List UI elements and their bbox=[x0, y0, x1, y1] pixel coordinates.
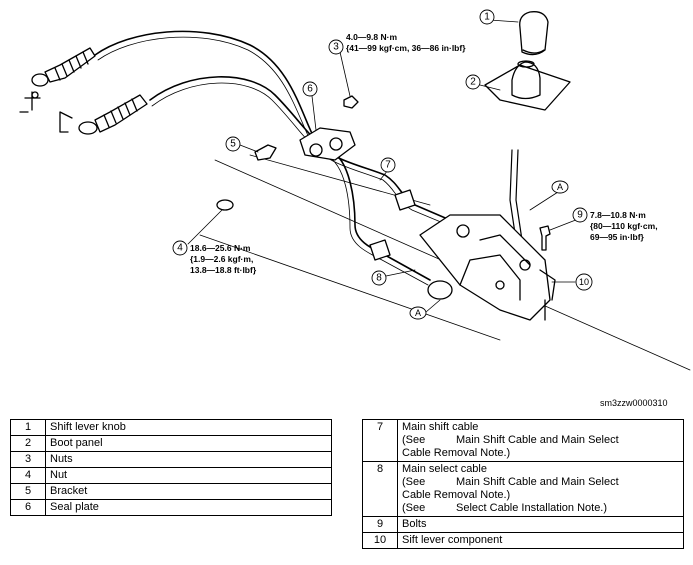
table-row: 7 Main shift cable (See Main Shift Cable … bbox=[362, 419, 684, 462]
ref-mark-a-upper-label: A bbox=[557, 182, 563, 192]
legend-number: 5 bbox=[10, 483, 46, 500]
torque-spec-4-line-2: {1.9—2.6 kgf·m, bbox=[190, 254, 253, 264]
legend-description: Seal plate bbox=[45, 499, 332, 516]
legend-note: (See Main Shift Cable and Main Select bbox=[402, 476, 679, 489]
bracket bbox=[254, 144, 277, 161]
callout-number-5: 5 bbox=[230, 139, 236, 150]
callout-circle-2 bbox=[465, 74, 481, 90]
shift-lever-component bbox=[419, 214, 556, 321]
callout-circle-6 bbox=[302, 81, 318, 97]
torque-spec-4-line-1: 18.6—25.6 N·m bbox=[190, 243, 251, 253]
table-row: 9 Bolts bbox=[362, 516, 684, 533]
legend-description: Nuts bbox=[45, 451, 332, 468]
nut bbox=[216, 199, 234, 211]
main-shift-cable bbox=[94, 30, 451, 221]
legend-number: 4 bbox=[10, 467, 46, 484]
torque-spec-3-line-1: 4.0—9.8 N·m bbox=[346, 32, 397, 42]
shift-cable-end bbox=[19, 47, 96, 113]
legend-description: Shift lever knob bbox=[45, 419, 332, 436]
callout-number-9: 9 bbox=[577, 210, 583, 221]
legend-number: 1 bbox=[10, 419, 46, 436]
shift-lever-knob bbox=[519, 11, 549, 56]
legend-description: Sift lever component bbox=[397, 532, 684, 549]
legend-description: Main shift cable (See Main Shift Cable an… bbox=[397, 419, 684, 462]
callout-number-10: 10 bbox=[579, 277, 589, 287]
legend-number: 6 bbox=[10, 499, 46, 516]
coupler bbox=[394, 189, 416, 211]
callout-number-6: 6 bbox=[307, 84, 313, 95]
callout-circle-5 bbox=[225, 136, 241, 152]
legend-note-cont: Cable Removal Note.) bbox=[402, 447, 511, 459]
callout-circle-8 bbox=[371, 270, 387, 286]
see-label: (See bbox=[402, 502, 426, 514]
callout-circle-9 bbox=[572, 207, 588, 223]
nuts bbox=[343, 95, 359, 109]
seal-plate bbox=[299, 127, 356, 161]
legend-item-name: Main shift cable bbox=[402, 421, 479, 433]
see-label: (See bbox=[402, 434, 426, 446]
legend-description: Bolts bbox=[397, 516, 684, 533]
bushing bbox=[427, 280, 453, 300]
ref-mark-a-upper bbox=[551, 180, 569, 194]
note-reference-link[interactable]: Select Cable Installation Note.) bbox=[456, 502, 608, 514]
callout-number-7: 7 bbox=[385, 160, 391, 171]
torque-spec-9-line-3: 69—95 in·lbf} bbox=[590, 232, 645, 242]
shift-mechanism-diagram: 1 2 3 4 5 6 7 8 9 10 A A 4.0—9.8 N·m {41… bbox=[19, 9, 691, 371]
torque-spec-4-line-3: 13.8—18.8 ft·lbf} bbox=[190, 265, 257, 275]
legend-description: Nut bbox=[45, 467, 332, 484]
callout-circle-7 bbox=[380, 157, 396, 173]
legend-note: (See Main Shift Cable and Main Select bbox=[402, 434, 679, 447]
torque-spec-9-line-1: 7.8—10.8 N·m bbox=[590, 210, 646, 220]
callout-circle-3 bbox=[328, 39, 344, 55]
callout-circle-10 bbox=[575, 273, 593, 291]
legend-note: (See Select Cable Installation Note.) bbox=[402, 502, 679, 515]
callout-number-2: 2 bbox=[470, 77, 476, 88]
table-row: 10 Sift lever component bbox=[362, 532, 684, 549]
callout-circle-4 bbox=[172, 240, 188, 256]
torque-spec-9-line-2: {80—110 kgf·cm, bbox=[590, 221, 658, 231]
legend-number: 7 bbox=[362, 419, 398, 462]
shift-lever-rod bbox=[509, 149, 523, 241]
note-reference-link[interactable]: Main Shift Cable and Main Select bbox=[456, 434, 619, 446]
callout-number-4: 4 bbox=[177, 243, 183, 254]
legend-description: Main select cable (See Main Shift Cable a… bbox=[397, 461, 684, 517]
legend-number: 10 bbox=[362, 532, 398, 549]
select-cable-end bbox=[59, 94, 148, 135]
boot-panel bbox=[484, 60, 571, 111]
legend-number: 8 bbox=[362, 461, 398, 517]
legend-number: 2 bbox=[10, 435, 46, 452]
callout-circle-1 bbox=[479, 9, 495, 25]
callout-number-1: 1 bbox=[484, 12, 490, 23]
bolts bbox=[539, 225, 551, 251]
ref-mark-a-lower-label: A bbox=[415, 308, 421, 318]
torque-spec-3-line-2: {41—99 kgf·cm, 36—86 in·lbf} bbox=[346, 43, 466, 53]
callout-number-3: 3 bbox=[333, 42, 339, 53]
legend-number: 9 bbox=[362, 516, 398, 533]
floor-line bbox=[199, 234, 501, 341]
legend-item-name: Main select cable bbox=[402, 463, 487, 475]
table-row: 8 Main select cable (See Main Shift Cable… bbox=[362, 461, 684, 517]
coupler bbox=[369, 239, 391, 261]
legend-number: 3 bbox=[10, 451, 46, 468]
callout-number-8: 8 bbox=[376, 273, 382, 284]
legend-note-cont: Cable Removal Note.) bbox=[402, 489, 511, 501]
legend-description: Bracket bbox=[45, 483, 332, 500]
legend-description: Boot panel bbox=[45, 435, 332, 452]
see-label: (See bbox=[402, 476, 426, 488]
image-id: sm3zzw0000310 bbox=[600, 398, 668, 408]
note-reference-link[interactable]: Main Shift Cable and Main Select bbox=[456, 476, 619, 488]
ref-mark-a-lower bbox=[409, 306, 427, 320]
